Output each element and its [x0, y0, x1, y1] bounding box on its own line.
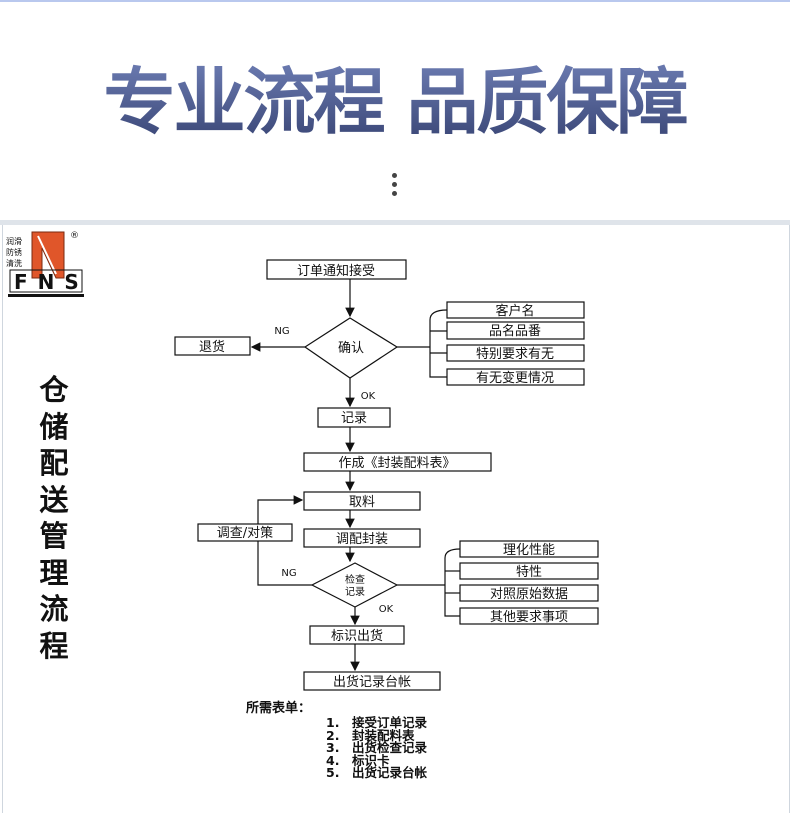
form-item: 3. 出货检查记录: [326, 740, 428, 755]
forms-heading: 所需表单：: [246, 701, 312, 716]
step-investigate: 调查/对策: [217, 525, 273, 541]
step-label-ship: 标识出货: [331, 628, 383, 644]
decision-confirm: 确认: [338, 341, 364, 356]
check-other: 其他要求事项: [490, 610, 568, 625]
label-ok-2: OK: [379, 604, 394, 615]
top-border: [0, 0, 790, 2]
logo-tagline-3: 清洗: [6, 258, 22, 268]
form-label: 出货检查记录: [352, 740, 428, 755]
check-physchem: 理化性能: [503, 543, 555, 558]
more-dots-icon: [392, 173, 398, 200]
form-label: 出货记录台帐: [352, 765, 428, 780]
decision-inspect-2: 记录: [345, 586, 365, 598]
banner: 专业流程 品质保障: [0, 2, 790, 220]
label-ok-1: OK: [361, 391, 376, 402]
divider: [0, 220, 790, 225]
side-title-char: 仓: [39, 373, 69, 407]
side-title-char: 理: [39, 555, 69, 590]
fns-logo: 润滑 防锈 清洗 ® FNS: [6, 231, 86, 297]
registered-mark: ®: [70, 231, 79, 241]
check-special: 特别要求有无: [476, 347, 554, 362]
step-record: 记录: [341, 411, 367, 426]
check-property: 特性: [516, 565, 542, 580]
logo-letters: FNS: [14, 270, 86, 294]
side-title-char: 管: [39, 519, 69, 553]
form-num: 3.: [326, 740, 340, 755]
check-customer: 客户名: [495, 303, 534, 319]
step-ship-ledger: 出货记录台帐: [333, 674, 411, 690]
side-title: 仓 储 配 送 管 理 流 程: [38, 372, 70, 664]
form-item: 1. 接受订单记录: [326, 715, 428, 730]
check-original-data: 对照原始数据: [490, 587, 568, 602]
flowchart-panel: [2, 225, 790, 813]
form-num: 2.: [326, 727, 340, 743]
form-label: 封装配料表: [352, 727, 415, 743]
form-label: 接受订单记录: [352, 715, 428, 730]
side-title-char: 流: [39, 592, 69, 626]
form-label: 标识卡: [352, 752, 390, 768]
side-title-char: 送: [39, 482, 69, 517]
form-num: 5.: [326, 765, 340, 780]
required-forms: 所需表单： 1. 接受订单记录 2. 封装配料表 3. 出货检查记录 4. 标识卡 5.…: [246, 701, 427, 780]
form-item: 4. 标识卡: [326, 752, 427, 768]
step-blend-pack: 调配封装: [336, 532, 388, 547]
step-return: 退货: [199, 339, 225, 355]
step-pick: 取料: [349, 495, 375, 510]
decision-inspect-1: 检查: [345, 573, 365, 586]
logo-tagline-2: 防锈: [6, 247, 22, 257]
step-order-received: 订单通知接受: [297, 263, 375, 279]
form-item: 5. 出货记录台帐: [326, 765, 428, 780]
logo-tagline-1: 润滑: [6, 236, 22, 246]
label-ng-2: NG: [281, 568, 296, 579]
side-title-char: 储: [39, 409, 69, 444]
check-product: 品名品番: [489, 323, 541, 339]
step-make-sheet: 作成《封装配料表》: [338, 456, 455, 471]
check-changes: 有无变更情况: [476, 370, 554, 386]
form-num: 4.: [326, 752, 340, 768]
form-num: 1.: [326, 715, 340, 730]
label-ng-1: NG: [274, 326, 289, 337]
banner-title: 专业流程 品质保障: [0, 52, 790, 152]
side-title-char: 程: [39, 628, 69, 663]
side-title-char: 配: [39, 446, 69, 480]
form-item: 2. 封装配料表: [326, 727, 427, 743]
